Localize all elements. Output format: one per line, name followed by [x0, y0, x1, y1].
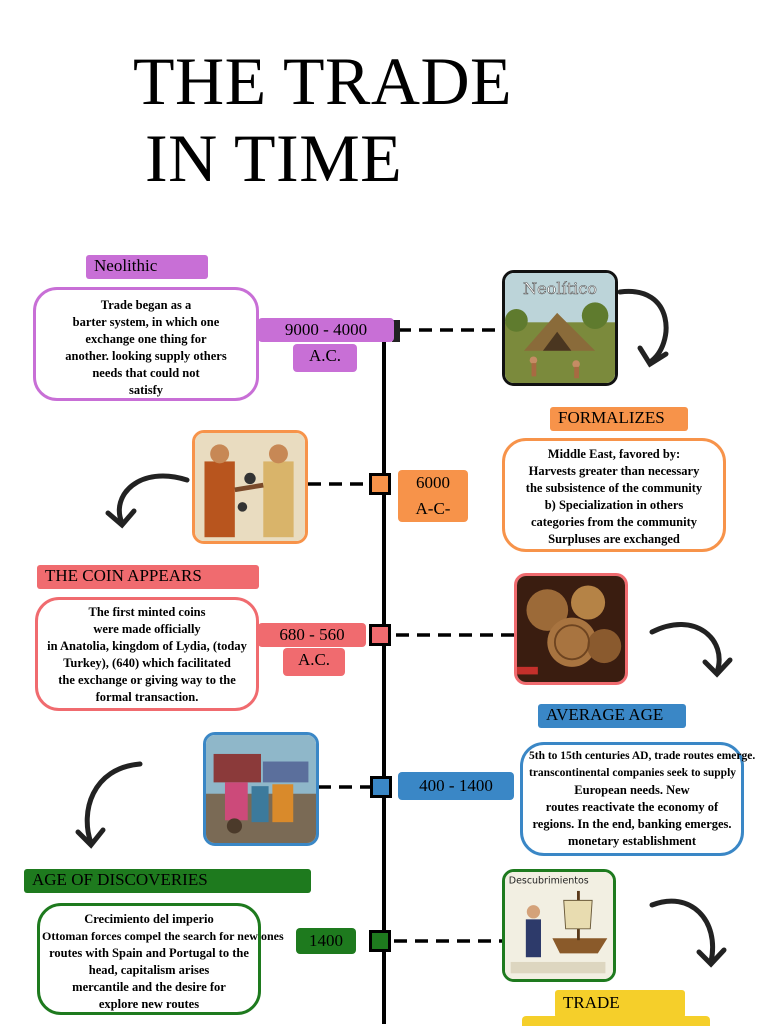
image-barter-exchange: [192, 430, 308, 544]
text-line: the subsistence of the community: [511, 480, 717, 497]
image-caption-discoveries: Descubrimientos: [509, 875, 589, 886]
image-discoveries-ship: Descubrimientos: [502, 869, 616, 982]
timeline-node-formalizes: [369, 473, 391, 495]
text-line: head, capitalism arises: [42, 962, 256, 979]
timeline-node-coin: [369, 624, 391, 646]
text-box-average: 5th to 15th centuries AD, trade routes e…: [520, 742, 744, 856]
text-line: mercantile and the desire for: [42, 979, 256, 996]
text-line: Crecimiento del imperio: [42, 911, 256, 928]
timeline-node-average: [370, 776, 392, 798]
image-medieval-market: [203, 732, 319, 846]
text-line: The first minted coins: [44, 604, 250, 621]
text-line: b) Specialization in others: [511, 497, 717, 514]
date-average: 400 - 1400: [398, 772, 514, 800]
label-trade: TRADE: [555, 990, 685, 1018]
label-average-age: AVERAGE AGE: [538, 704, 686, 728]
text-line: Surpluses are exchanged: [511, 531, 717, 548]
text-line: Ottoman forces compel the search for new…: [42, 928, 256, 945]
curved-arrow-4: [87, 764, 140, 843]
text-line: were made officially: [44, 621, 250, 638]
label-neolithic: Neolithic: [86, 255, 208, 279]
text-line: exchange one thing for: [42, 331, 250, 348]
trade-box-top: [522, 1016, 710, 1026]
text-line: formal transaction.: [44, 689, 250, 706]
date-discoveries: 1400: [296, 928, 356, 954]
date-formalizes-2: A-C-: [398, 496, 468, 522]
text-line: European needs. New: [529, 782, 735, 799]
date-neolithic-2: A.C.: [293, 344, 357, 372]
text-line: Harvests greater than necessary: [511, 463, 717, 480]
text-line: categories from the community: [511, 514, 717, 531]
date-formalizes: 6000 A-C-: [398, 470, 468, 522]
text-box-discoveries: Crecimiento del imperio Ottoman forces c…: [37, 903, 261, 1015]
date-coin-1: 680 - 560: [258, 623, 366, 647]
text-line: Turkey), (640) which facilitated: [44, 655, 250, 672]
image-neolithic-village: Neolítico: [502, 270, 618, 386]
text-line: explore new routes: [42, 996, 256, 1013]
text-box-coin: The first minted coins were made officia…: [35, 597, 259, 711]
text-line: satisfy: [42, 382, 250, 399]
text-box-formalizes: Middle East, favored by: Harvests greate…: [502, 438, 726, 552]
timeline-node-discoveries: [369, 930, 391, 952]
text-line: the exchange or giving way to the: [44, 672, 250, 689]
text-line: monetary establishment: [529, 833, 735, 850]
date-neolithic-1: 9000 - 4000: [258, 318, 394, 342]
date-formalizes-1: 6000: [398, 470, 468, 496]
text-line: regions. In the end, banking emerges.: [529, 816, 735, 833]
image-caption-neolithic: Neolítico: [523, 279, 597, 298]
text-line: routes with Spain and Portugal to the: [42, 945, 256, 962]
text-line: transcontinental companies seek to suppl…: [529, 765, 735, 782]
text-line: Trade began as a: [42, 297, 250, 314]
text-line: in Anatolia, kingdom of Lydia, (today: [44, 638, 250, 655]
label-formalizes: FORMALIZES: [550, 407, 688, 431]
text-box-neolithic: Trade began as a barter system, in which…: [33, 287, 259, 401]
label-age-of-discoveries: AGE OF DISCOVERIES: [24, 869, 311, 893]
date-coin-2: A.C.: [283, 648, 345, 676]
label-coin-appears: THE COIN APPEARS: [37, 565, 259, 589]
text-line: barter system, in which one: [42, 314, 250, 331]
text-line: needs that could not: [42, 365, 250, 382]
image-ancient-coins: [514, 573, 628, 685]
text-line: Middle East, favored by:: [511, 446, 717, 463]
text-line: another. looking supply others: [42, 348, 250, 365]
curved-arrow-5: [652, 901, 713, 962]
text-line: routes reactivate the economy of: [529, 799, 735, 816]
text-line: 5th to 15th centuries AD, trade routes e…: [529, 748, 735, 765]
